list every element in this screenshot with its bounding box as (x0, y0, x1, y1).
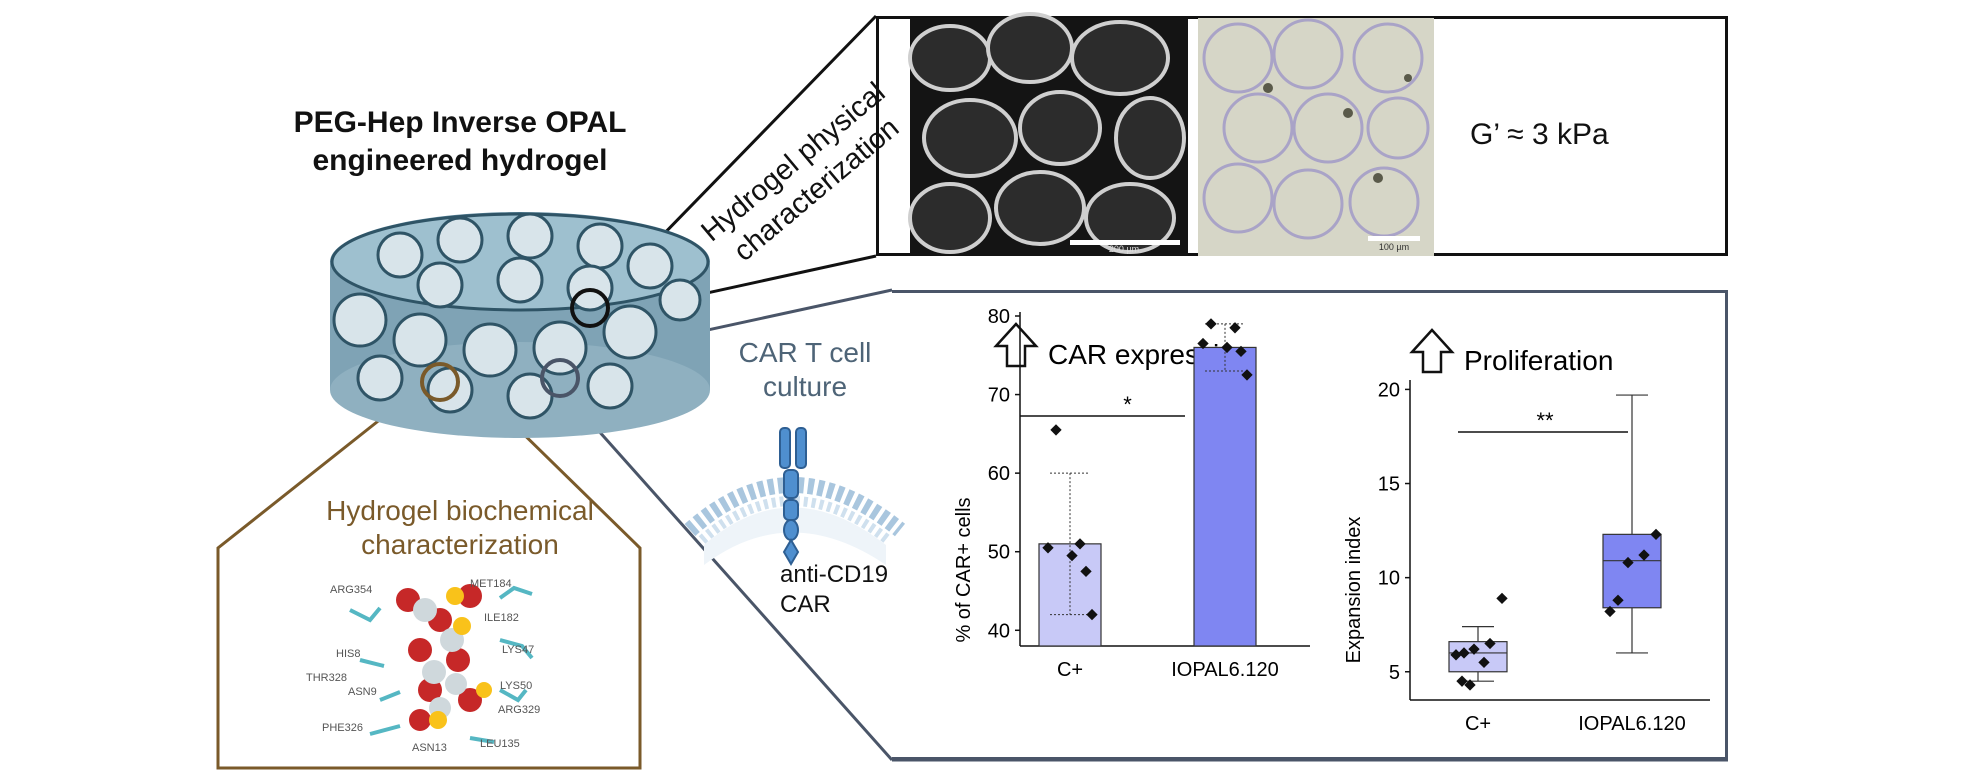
data-point (1074, 538, 1086, 550)
residue-label: MET184 (470, 578, 512, 590)
y-tick-label: 15 (1378, 474, 1400, 496)
data-point (1066, 549, 1078, 562)
y-tick-label: 5 (1389, 662, 1400, 684)
car-expression-header (993, 322, 1039, 368)
data-point (1622, 556, 1634, 569)
data-point (1450, 649, 1462, 661)
proliferation-chart: Proliferation Expansion index 5 10 15 20C+ I… (1343, 328, 1710, 735)
x-tick-label: C+ (1465, 713, 1491, 735)
car-title-line-2: culture (762, 371, 848, 402)
title-line-1: PEG-Hep Inverse OPAL (293, 106, 627, 139)
x-tick-label: IOPAL6.120 (1171, 659, 1278, 681)
box (1602, 533, 1662, 609)
data-point (1050, 424, 1062, 436)
data-point (1638, 549, 1650, 561)
residue-label: ARG329 (498, 704, 541, 716)
residue-label: ARG354 (330, 584, 373, 596)
data-point (1496, 592, 1508, 605)
data-point (1456, 675, 1468, 687)
residue-label: THR328 (306, 672, 347, 684)
data-point (1484, 637, 1496, 650)
data-point (1205, 318, 1217, 330)
data-point (1464, 679, 1476, 691)
biochemical-characterization-label: Hydrogel biochemical characterization (240, 494, 680, 562)
hydrogel-scaffold-image (330, 212, 710, 438)
y-axis-label: % of CAR+ cells (953, 497, 975, 642)
residue-label: ASN13 (412, 742, 447, 754)
significance-label: * (1123, 392, 1132, 417)
brightfield-micrograph-image: 100 µm (1198, 18, 1434, 256)
y-tick-label: 50 (988, 542, 1010, 564)
data-point (1042, 542, 1054, 554)
data-point (1197, 337, 1209, 350)
molecular-model-image (349, 584, 534, 744)
data-point (1612, 594, 1624, 606)
residue-label: ILE182 (484, 612, 519, 624)
data-point (1604, 605, 1616, 618)
data-point (1468, 643, 1480, 655)
x-tick-label: IOPAL6.120 (1578, 713, 1685, 735)
y-tick-label: 80 (988, 306, 1010, 328)
residue-label: LYS50 (500, 680, 533, 692)
zoom-circle-car (540, 358, 580, 398)
data-point (1221, 341, 1233, 354)
micro-scale-label: 100 µm (1379, 242, 1409, 252)
y-tick-label: 10 (1378, 568, 1400, 590)
data-point (1235, 345, 1247, 358)
up-arrow-icon (993, 322, 1039, 368)
data-point (1458, 647, 1470, 659)
storage-modulus-value: G’ ≈ 3 kPa (1470, 118, 1609, 151)
y-tick-label: 60 (988, 463, 1010, 485)
data-point (1080, 565, 1092, 578)
car-t-culture-label: CAR T cell culture (710, 336, 900, 404)
residue-label: LYS47 (502, 644, 535, 656)
data-point (1650, 528, 1662, 541)
data-point (1086, 608, 1098, 621)
sem-scale-label: 200 µm (1109, 244, 1139, 254)
y-tick-label: 20 (1378, 379, 1400, 401)
biochem-frame (216, 370, 642, 770)
residue-label: HIS8 (336, 648, 361, 660)
up-arrow-icon (1409, 328, 1455, 374)
car-expression-chart: CAR expression % of CAR+ cells 405060708… (953, 306, 1310, 681)
main-title: PEG-Hep Inverse OPAL engineered hydrogel (250, 104, 670, 180)
receptor-line-1: anti-CD19 (780, 561, 889, 588)
data-point (1241, 369, 1253, 381)
car-receptor-icon (779, 427, 807, 566)
residue-label: PHE326 (322, 722, 363, 734)
y-tick-label: 70 (988, 385, 1010, 407)
sem-micrograph-image: 200 µm (908, 12, 1188, 256)
zoom-circle-biochemical (420, 362, 460, 402)
data-point (1478, 656, 1490, 669)
significance-label: ** (1536, 408, 1554, 433)
x-tick-label: C+ (1057, 659, 1083, 681)
chart-title: Proliferation (1464, 345, 1613, 376)
residue-label: LEU135 (480, 738, 520, 750)
car-receptor-label: anti-CD19 CAR (780, 560, 888, 620)
bar (1193, 346, 1257, 647)
bio-label-line-2: characterization (361, 529, 559, 560)
zoom-circle-physical (570, 288, 610, 328)
receptor-line-2: CAR (780, 591, 831, 618)
bio-label-line-1: Hydrogel biochemical (326, 495, 594, 526)
car-title-line-1: CAR T cell (738, 337, 872, 368)
y-axis-label: Expansion index (1343, 517, 1365, 664)
residue-label: ASN9 (348, 686, 377, 698)
car-connector-bottom (562, 391, 894, 761)
residue-labels: ARG354 MET184 ILE182 HIS8 LYS47 THR328 A… (0, 0, 540, 754)
car-t-panel (892, 290, 1728, 760)
y-tick-label: 40 (988, 620, 1010, 642)
data-point (1229, 322, 1241, 334)
title-line-2: engineered hydrogel (312, 144, 608, 177)
